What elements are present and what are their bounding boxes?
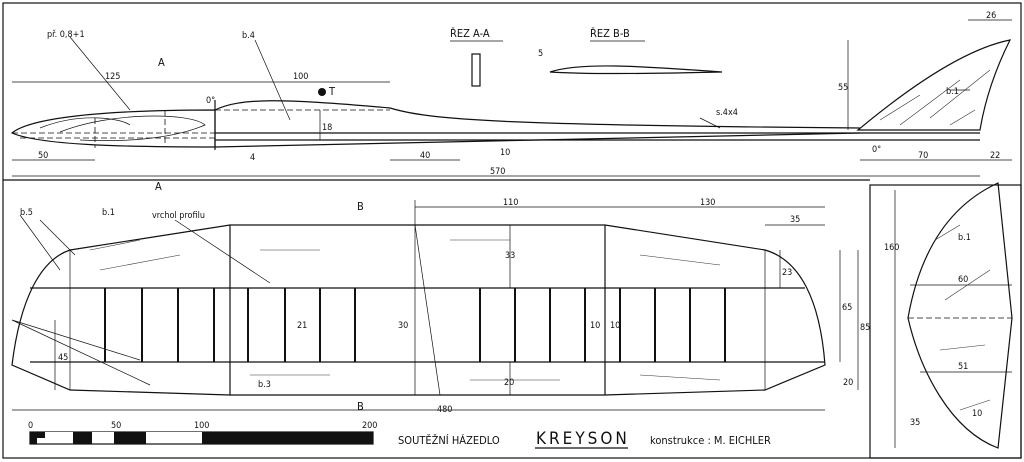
dimension-label: 26 bbox=[986, 11, 996, 21]
dimension-label: ŘEZ A-A bbox=[450, 27, 490, 40]
dimension-label: 0° bbox=[872, 145, 881, 155]
dimension-label: T bbox=[328, 85, 336, 98]
dimension-label: 0° bbox=[206, 96, 215, 106]
drawing-line bbox=[202, 438, 373, 444]
dimension-label: 160 bbox=[884, 243, 899, 253]
drawing-line bbox=[11, 319, 151, 386]
dimension-label: 200 bbox=[362, 421, 377, 431]
dimension-label: 33 bbox=[505, 251, 515, 261]
wing-plan: A B B b.5 b.1 b.3 vrchol profilu 110 130… bbox=[11, 180, 870, 415]
title-author: konstrukce : M. EICHLER bbox=[650, 434, 771, 447]
dimension-label: 40 bbox=[420, 151, 430, 161]
stabilizer-frame bbox=[869, 184, 1022, 459]
drawing-line bbox=[174, 219, 271, 284]
dimension-label: ŘEZ B-B bbox=[590, 27, 630, 40]
dimension-label: A bbox=[155, 180, 162, 193]
dimension-label: 45 bbox=[58, 353, 68, 363]
dimension-label: 10 bbox=[500, 148, 510, 158]
dimension-label: 0 bbox=[28, 421, 33, 431]
dimension-label: 4 bbox=[250, 153, 255, 163]
dimension-label: 10 bbox=[590, 321, 600, 331]
dimension-label: 70 bbox=[918, 151, 928, 161]
stabilizer-plan: 160 b.1 60 51 35 10 bbox=[884, 182, 1013, 449]
stabilizer-outline bbox=[907, 182, 1013, 449]
drawing-line bbox=[414, 224, 441, 396]
dimension-label: 20 bbox=[504, 378, 514, 388]
dimension-label: 125 bbox=[105, 72, 120, 82]
dimension-label: 110 bbox=[503, 198, 518, 208]
drawing-line bbox=[69, 36, 131, 111]
dimension-label: 100 bbox=[293, 72, 308, 82]
drawing-line bbox=[73, 438, 92, 444]
ribs bbox=[104, 288, 726, 362]
drawing-line bbox=[699, 117, 721, 129]
dimension-label: 85 bbox=[860, 323, 870, 333]
dimension-label: 65 bbox=[842, 303, 852, 313]
dimension-label: 18 bbox=[322, 123, 332, 133]
drawing-line bbox=[92, 432, 114, 438]
dimension-label: A bbox=[158, 56, 165, 69]
dimension-label: b.5 bbox=[20, 208, 33, 218]
dimension-label: 5 bbox=[538, 49, 543, 59]
scale-bar: 0 50 100 200 bbox=[28, 421, 377, 445]
dimension-label: 23 bbox=[782, 268, 792, 278]
dimension-label: 55 bbox=[838, 83, 848, 93]
cg-icon bbox=[318, 88, 326, 96]
dimension-label: 20 bbox=[843, 378, 853, 388]
dimension-label: 130 bbox=[700, 198, 715, 208]
drawing-line bbox=[59, 115, 206, 141]
section-b-shape bbox=[549, 65, 723, 75]
drawing-line bbox=[19, 214, 61, 271]
dimension-label: b.4 bbox=[242, 31, 255, 41]
title-name: KREYSON bbox=[536, 429, 630, 449]
drawing-line bbox=[30, 438, 37, 444]
drawing-line bbox=[146, 432, 202, 438]
fin bbox=[856, 39, 1012, 131]
dimension-label: 570 bbox=[490, 167, 505, 177]
dimension-label: 21 bbox=[297, 321, 307, 331]
drawing-line bbox=[254, 39, 291, 121]
dimension-label: př. 0,8+1 bbox=[47, 30, 85, 40]
nose-pod bbox=[10, 109, 216, 148]
drawing-line bbox=[89, 239, 721, 381]
drawing-line bbox=[114, 438, 146, 444]
drawing-line bbox=[879, 69, 991, 126]
dimension-label: 10 bbox=[972, 409, 982, 419]
dimension-label: b.1 bbox=[946, 87, 959, 97]
dimension-label: 100 bbox=[194, 421, 209, 431]
drawing-line bbox=[39, 219, 76, 256]
drawing-line bbox=[45, 432, 73, 438]
dimension-label: B bbox=[357, 200, 364, 213]
fuselage-top bbox=[214, 100, 861, 129]
section-views: ŘEZ A-A ŘEZ B-B 5 bbox=[450, 27, 723, 87]
dimension-label: 30 bbox=[398, 321, 408, 331]
side-view: př. 0,8+1 b.4 A T 0° 0° s.4x4 b.1 125 10… bbox=[10, 11, 1012, 177]
dimension-label: b.1 bbox=[102, 208, 115, 218]
dimension-label: b.3 bbox=[258, 380, 271, 390]
dimension-label: 50 bbox=[38, 151, 48, 161]
drawing-line bbox=[934, 224, 991, 411]
dimension-label: s.4x4 bbox=[716, 108, 738, 118]
title-prefix: SOUTĚŽNÍ HÁZEDLO bbox=[398, 434, 500, 447]
dimension-label: 22 bbox=[990, 151, 1000, 161]
dimension-label: b.1 bbox=[958, 233, 971, 243]
dimension-label: 35 bbox=[790, 215, 800, 225]
title-block: SOUTĚŽNÍ HÁZEDLO KREYSON konstrukce : M.… bbox=[398, 429, 771, 449]
dimension-label: 60 bbox=[958, 275, 968, 285]
dimension-label: 50 bbox=[111, 421, 121, 431]
dimension-label: 35 bbox=[910, 418, 920, 428]
dimension-label: 480 bbox=[437, 405, 452, 415]
dimension-label: B bbox=[357, 400, 364, 413]
drawing-line bbox=[39, 117, 131, 129]
section-a-shape bbox=[471, 53, 481, 87]
dimension-label: 51 bbox=[958, 362, 968, 372]
dimension-label: vrchol profilu bbox=[152, 211, 205, 221]
dimension-label: 10 bbox=[610, 321, 620, 331]
